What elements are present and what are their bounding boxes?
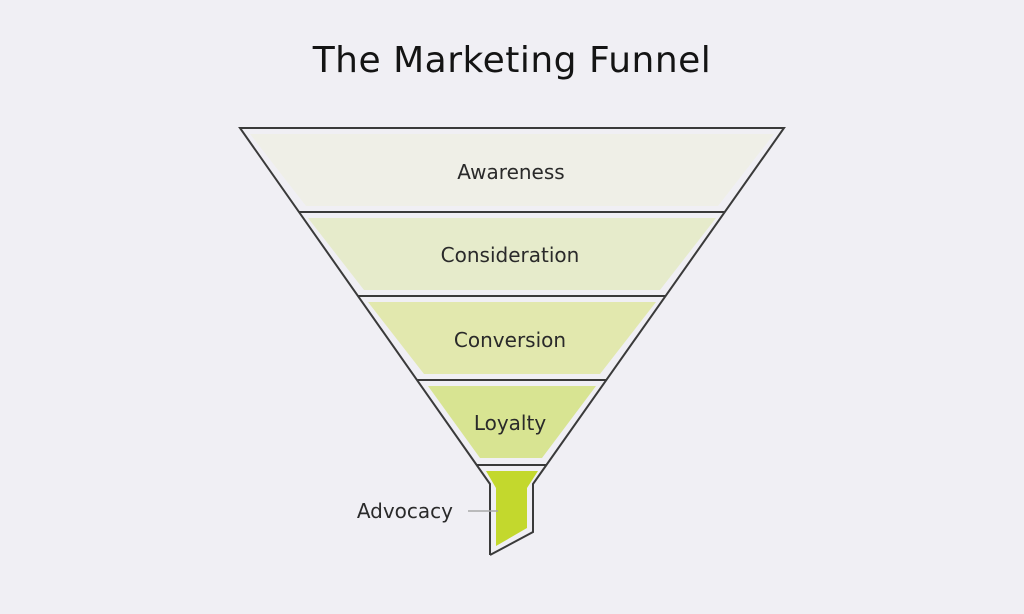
stage-loyalty bbox=[428, 386, 596, 458]
stage-label-conversion: Conversion bbox=[454, 328, 566, 352]
diagram-title: The Marketing Funnel bbox=[312, 40, 712, 81]
stage-label-loyalty: Loyalty bbox=[474, 411, 547, 435]
stage-label-advocacy: Advocacy bbox=[357, 499, 453, 523]
stage-label-consideration: Consideration bbox=[441, 243, 580, 267]
stage-consideration bbox=[308, 218, 716, 290]
stage-awareness bbox=[250, 134, 774, 206]
stage-label-awareness: Awareness bbox=[457, 160, 564, 184]
stage-advocacy bbox=[486, 471, 538, 546]
stage-conversion bbox=[368, 302, 656, 374]
funnel-outline bbox=[238, 127, 786, 556]
